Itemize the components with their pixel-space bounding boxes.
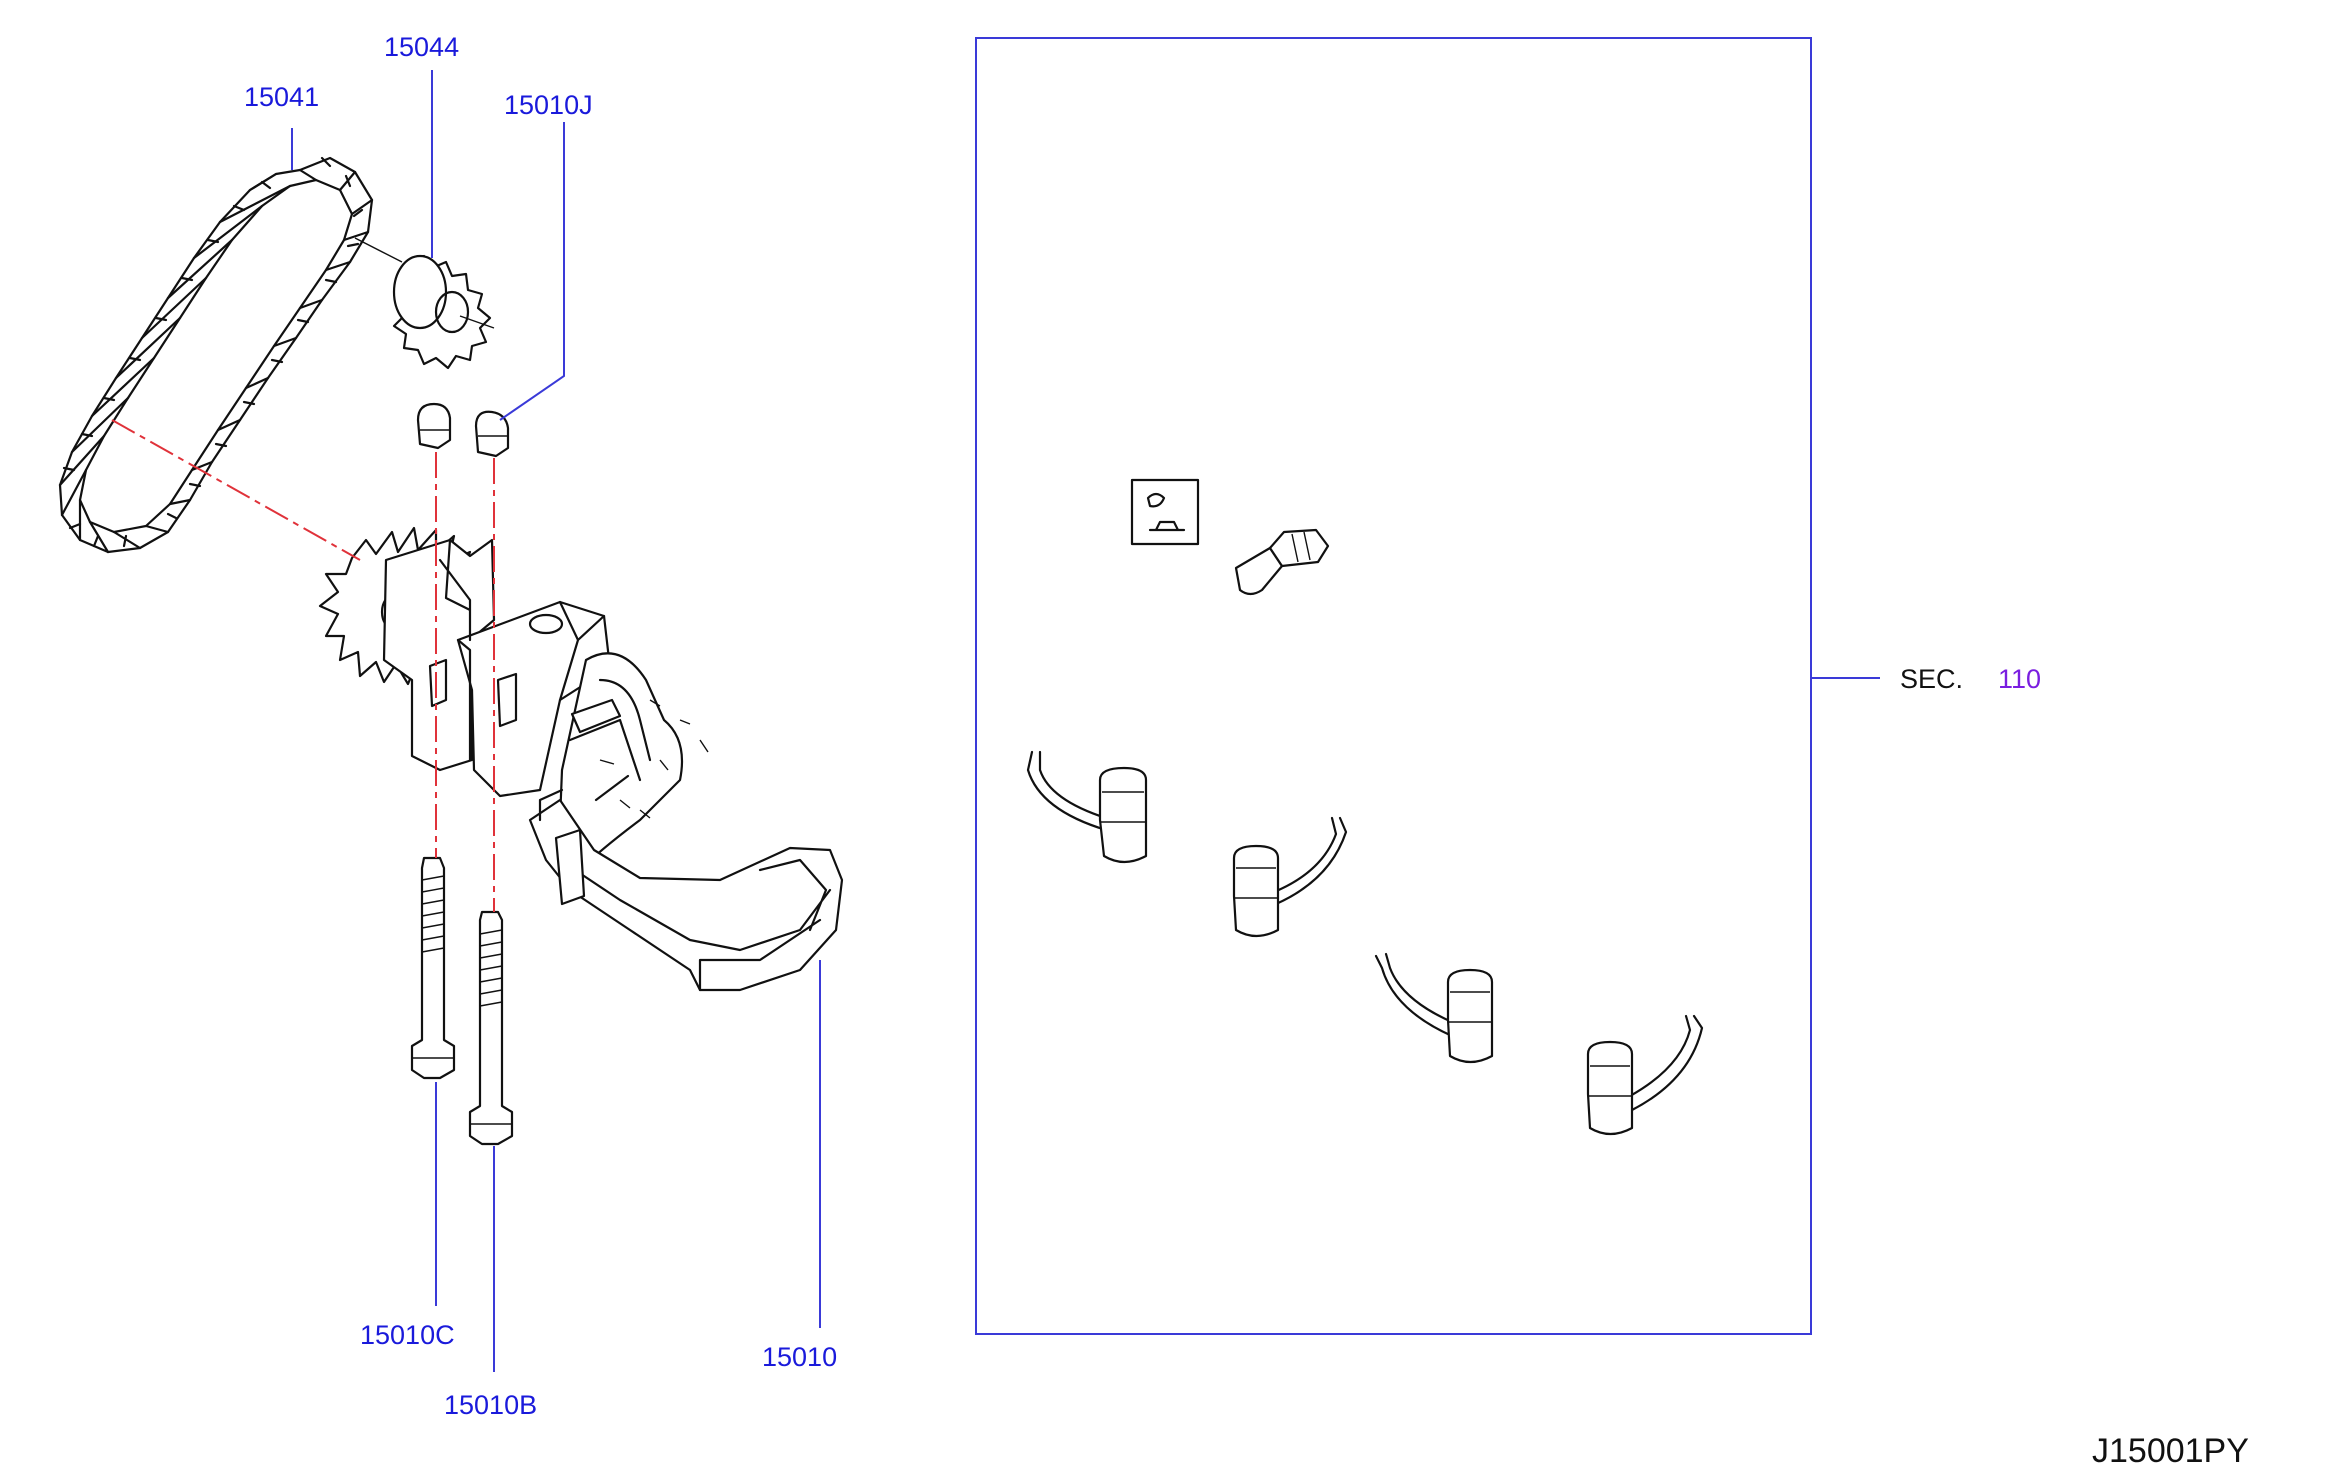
section-reference-box [975, 37, 1880, 1335]
pump-pins-drawing [416, 402, 510, 458]
section-number-link[interactable]: 110 [1998, 664, 2041, 694]
oil-pump-assembly-drawing [318, 526, 844, 992]
diagram-code: J15001PY [2092, 1432, 2249, 1470]
part-label-chain[interactable]: 15041 [244, 82, 319, 112]
sensor-symbol-drawing [1130, 478, 1200, 546]
oil-pump-chain-drawing [58, 156, 374, 554]
connector-hook-1 [1026, 750, 1148, 864]
sensor-drawing [1234, 528, 1330, 596]
part-label-bolt-c[interactable]: 15010C [360, 1320, 455, 1350]
part-label-pin[interactable]: 15010J [504, 90, 593, 120]
assembly-centerlines [111, 419, 495, 912]
leader-lines [291, 70, 821, 1372]
connector-hook-4 [1586, 1014, 1704, 1136]
section-prefix: SEC. [1900, 664, 1963, 694]
pump-bolts-drawing [410, 856, 514, 1146]
connector-hook-2 [1232, 816, 1348, 938]
part-label-pump[interactable]: 15010 [762, 1342, 837, 1372]
part-label-sprocket[interactable]: 15044 [384, 32, 459, 62]
part-label-bolt-b[interactable]: 15010B [444, 1390, 537, 1420]
oil-pump-sprocket-drawing [354, 237, 495, 370]
connector-hook-3 [1374, 952, 1494, 1064]
